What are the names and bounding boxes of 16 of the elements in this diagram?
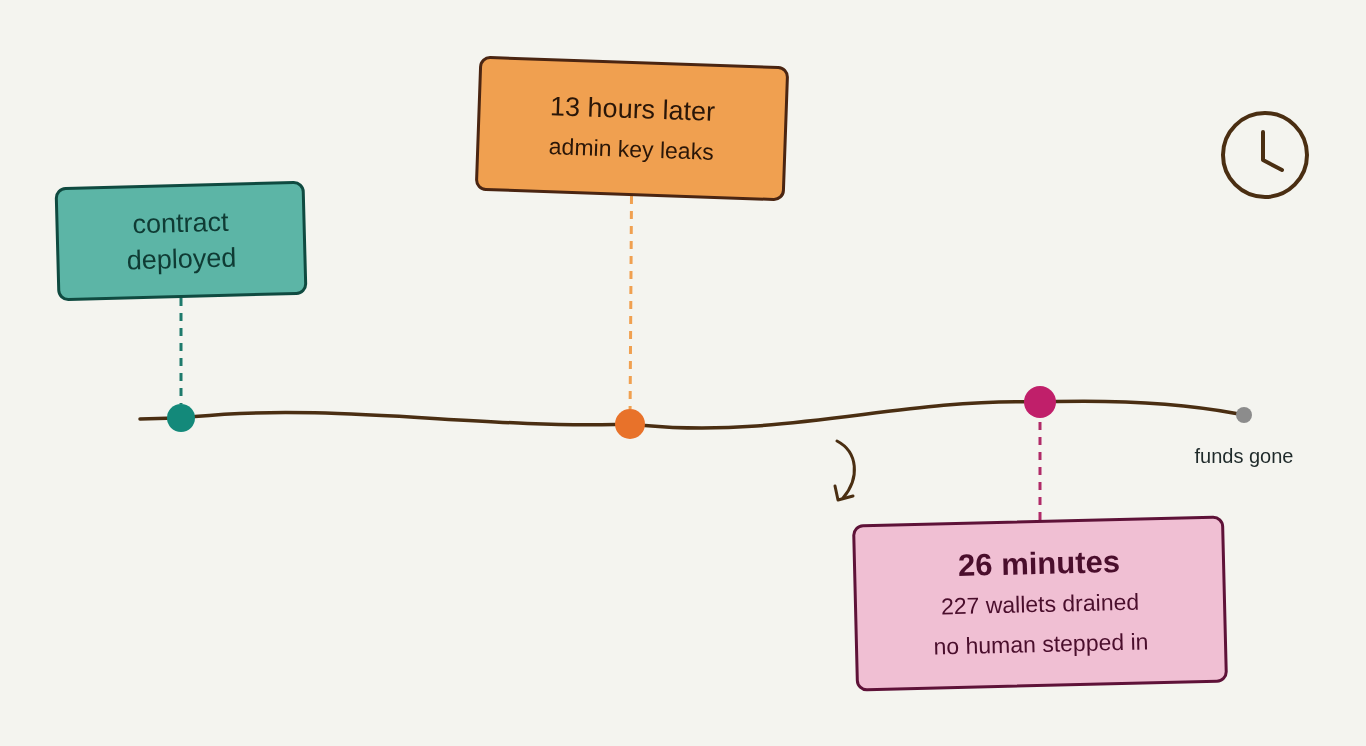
event-title: 26 minutes [957,542,1121,585]
event-detail: no human stepped in [933,626,1149,662]
leader-line [179,298,183,404]
event-label: contract deployed [125,205,238,278]
timeline-dot [615,409,645,439]
event-detail: 227 wallets drained [940,587,1140,621]
timeline-line [643,400,1026,430]
timeline-line [193,410,617,427]
timeline-line [1054,399,1238,416]
timeline-dot [1024,386,1056,418]
event-title: 13 hours later [549,89,716,129]
timeline-dot [167,404,195,432]
timeline-line [138,416,169,421]
end-label: funds gone [1194,445,1294,468]
leader-line [628,196,633,409]
event-detail: admin key leaks [548,131,715,167]
